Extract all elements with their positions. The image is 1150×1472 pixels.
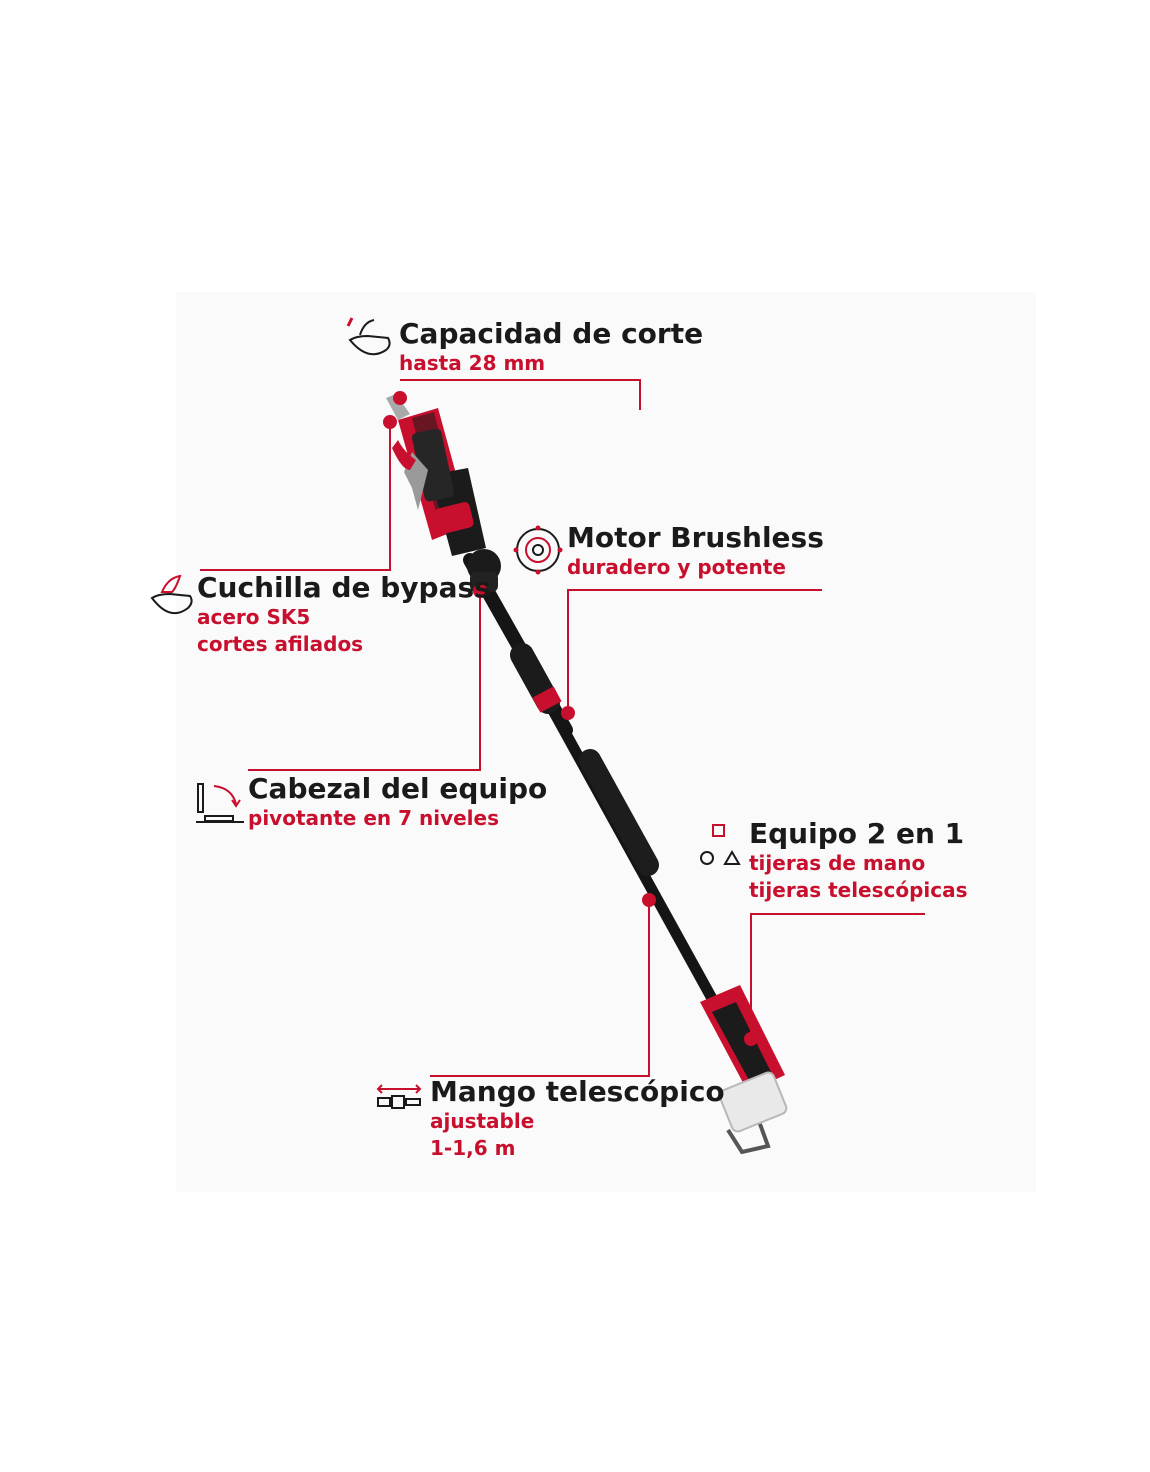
dot-handle — [642, 893, 656, 907]
dot-two-in-one — [744, 1032, 758, 1046]
shapes-icon — [700, 824, 741, 865]
feature-title: Cabezal del equipo — [248, 772, 548, 805]
background-panel — [176, 292, 1036, 1192]
leader-line-handle — [430, 900, 650, 1077]
handle-unit — [700, 985, 788, 1155]
feature-detail: acero SK5 — [197, 605, 311, 629]
feature-detail: cortes afilados — [197, 632, 364, 656]
feature-title: Capacidad de corte — [399, 317, 704, 350]
leader-line-two-in-one — [750, 913, 925, 1039]
leader-line-bypass — [200, 422, 391, 571]
feature-title: Equipo 2 en 1 — [749, 817, 965, 850]
dot-motor — [561, 706, 575, 720]
leader-line-cut-capacity — [400, 379, 641, 410]
dot-bypass — [383, 415, 397, 429]
feature-tool-head: Cabezal del equipo pivotante en 7 nivele… — [248, 773, 547, 832]
bypass-blade-icon — [150, 574, 193, 615]
dot-head — [473, 584, 487, 598]
feature-telescopic-handle: Mango telescópico ajustable 1-1,6 m — [430, 1076, 725, 1162]
feature-title: Motor Brushless — [567, 521, 824, 554]
feature-detail: 1-1,6 m — [430, 1136, 516, 1160]
locking-collar — [510, 643, 562, 714]
leader-line-motor — [567, 589, 822, 713]
bypass-blades — [386, 394, 428, 510]
feature-detail: hasta 28 mm — [399, 351, 546, 375]
feature-detail: pivotante en 7 niveles — [248, 806, 499, 830]
feature-cutting-capacity: Capacidad de corte hasta 28 mm — [399, 318, 703, 377]
feature-detail: duradero y potente — [567, 555, 786, 579]
leader-line-head — [248, 591, 481, 771]
feature-detail: tijeras telescópicas — [749, 878, 968, 902]
feature-motor: Motor Brushless duradero y potente — [567, 522, 824, 581]
feature-two-in-one: Equipo 2 en 1 tijeras de mano tijeras te… — [749, 818, 968, 904]
feature-title: Cuchilla de bypass — [197, 571, 491, 604]
feature-bypass-blade: Cuchilla de bypass acero SK5 cortes afil… — [197, 572, 491, 658]
pivot-head-icon — [196, 783, 244, 823]
leader-lines — [200, 379, 925, 1077]
dot-cut-capacity — [393, 391, 407, 405]
pole-pruner-illustration — [386, 394, 788, 1155]
feature-detail: tijeras de mano — [749, 851, 926, 875]
cut-capacity-icon — [346, 317, 391, 356]
feature-title: Mango telescópico — [430, 1075, 725, 1108]
telescopic-handle-icon — [376, 1084, 422, 1109]
feature-detail: ajustable — [430, 1109, 535, 1133]
callout-dots — [383, 391, 758, 1046]
brushless-motor-icon — [513, 525, 563, 575]
